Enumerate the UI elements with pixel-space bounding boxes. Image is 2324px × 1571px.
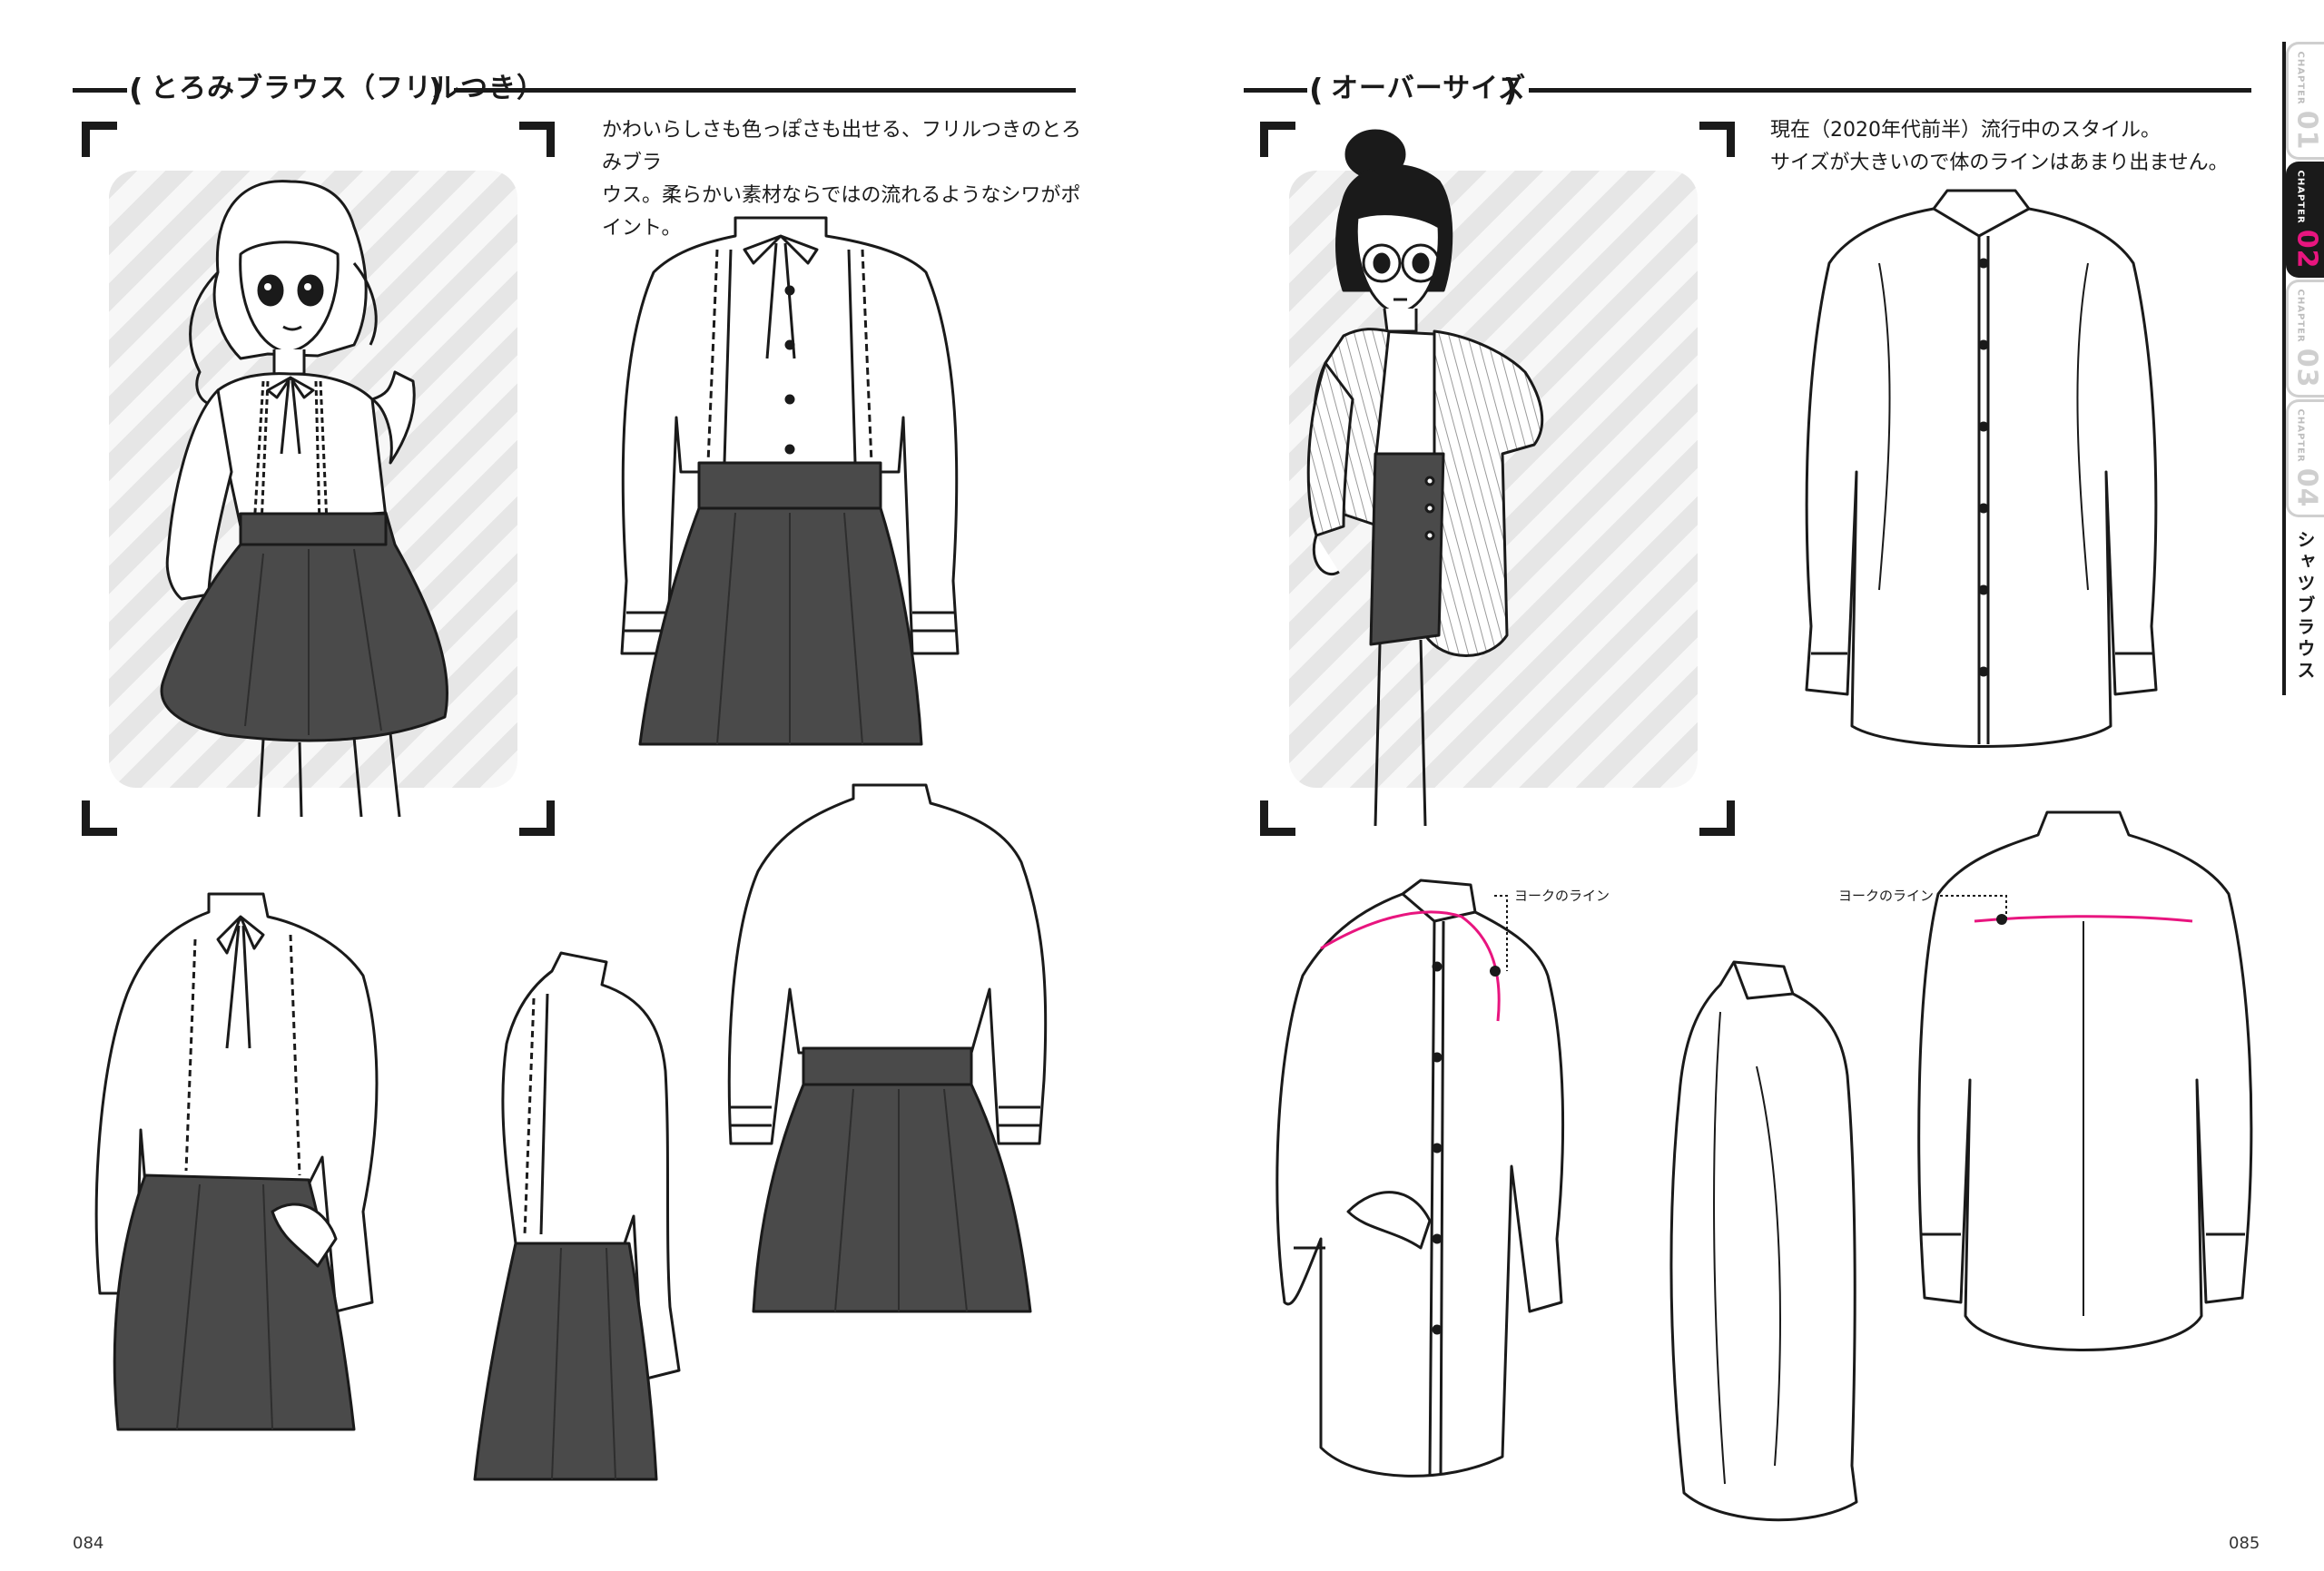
frame-corner xyxy=(1699,800,1735,836)
chapter-tab-01[interactable]: CHAPTER01 xyxy=(2286,42,2324,160)
frame-corner xyxy=(519,800,555,836)
frame-corner xyxy=(82,122,117,157)
description-line: 現在（2020年代前半）流行中のスタイル。 xyxy=(1770,119,2161,142)
oversize-shirt-flat-front xyxy=(1805,189,2158,748)
section-description: かわいらしさも色っぽさも出せる、フリルつきのとろみブラ ウス。柔らかい素材ならで… xyxy=(602,114,1092,245)
page-number-left: 084 xyxy=(73,1534,104,1553)
description-line: ウス。柔らかい素材ならではの流れるようなシワがポイント。 xyxy=(602,184,1081,240)
section-description: 現在（2020年代前半）流行中のスタイル。 サイズが大きいので体のラインはあまり… xyxy=(1770,114,2242,180)
chapter-tab-02[interactable]: CHAPTER02 xyxy=(2286,162,2324,278)
frame-corner xyxy=(519,122,555,157)
header-rule-left xyxy=(1244,88,1307,93)
frill-blouse-side-view xyxy=(473,951,681,1481)
header-bracket-close: ) xyxy=(1503,73,1518,109)
header-rule-left xyxy=(73,88,127,93)
oversize-shirt-side-view xyxy=(1669,960,1858,1522)
frame-corner xyxy=(1260,800,1295,836)
chapter-tab-04[interactable]: CHAPTER04 xyxy=(2286,399,2324,517)
header-rule-right xyxy=(454,88,1076,93)
section-title: オーバーサイズ xyxy=(1331,73,1527,104)
header-bracket-open: ( xyxy=(1309,73,1324,109)
frill-blouse-flat-front xyxy=(620,216,960,746)
tab-strip-edge xyxy=(2282,42,2286,695)
chapter-tab-label: CHAPTER02 xyxy=(2290,170,2322,270)
description-line: サイズが大きいので体のラインはあまり出ません。 xyxy=(1770,152,2229,174)
oversize-shirt-three-quarter-view xyxy=(1275,879,1565,1478)
chapter-tab-03[interactable]: CHAPTER03 xyxy=(2286,280,2324,398)
frill-blouse-three-quarter-view xyxy=(94,892,379,1431)
frame-corner xyxy=(82,800,117,836)
chapter-tab-caption: シャツブラウス xyxy=(2294,530,2316,682)
yoke-line-callout-front: ヨークのライン xyxy=(1514,888,1610,904)
frame-corner xyxy=(1260,122,1295,157)
frill-blouse-back-view xyxy=(727,783,1048,1313)
description-line: かわいらしさも色っぽさも出せる、フリルつきのとろみブラ xyxy=(602,119,1082,174)
chapter-tab-label: CHAPTER04 xyxy=(2290,408,2322,508)
section-header-frill-blouse: ( とろみブラウス（フリルつき） ) xyxy=(73,69,1076,109)
page-number-right: 085 xyxy=(2229,1534,2260,1553)
header-bracket-open: ( xyxy=(129,73,143,109)
chapter-tab-label: CHAPTER01 xyxy=(2290,51,2322,151)
frame-corner xyxy=(1699,122,1735,157)
header-rule-right xyxy=(1529,88,2251,93)
section-header-oversize: ( オーバーサイズ ) xyxy=(1244,69,2251,109)
yoke-line-callout-back: ヨークのライン xyxy=(1838,888,1935,904)
chapter-tab-label: CHAPTER03 xyxy=(2290,289,2322,388)
oversize-shirt-back-view xyxy=(1917,810,2253,1351)
callout-leader-back xyxy=(1940,895,2007,918)
header-bracket-close: ) xyxy=(428,73,443,109)
girl-frill-blouse-illustration xyxy=(160,180,448,818)
callout-leader-front xyxy=(1494,895,1508,971)
girl-oversize-shirt-illustration xyxy=(1306,129,1544,827)
